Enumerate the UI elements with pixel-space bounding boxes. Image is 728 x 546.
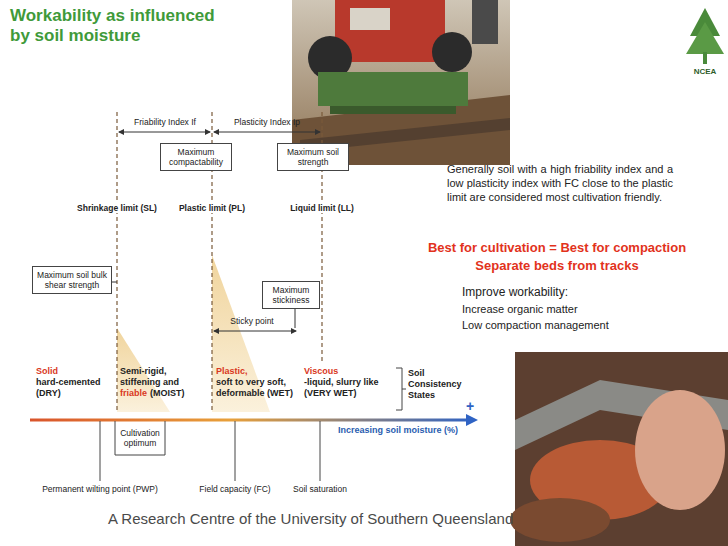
limit-label: Shrinkage limit (SL) — [75, 203, 159, 213]
consistency-state: Viscous-liquid, slurry like (VERY WET) — [304, 366, 396, 399]
consistency-text: Viscous — [304, 366, 338, 377]
photo-hand — [635, 390, 725, 510]
tick-line — [320, 421, 321, 481]
moisture-axis — [30, 419, 472, 422]
index-label: Friability Index If — [134, 117, 196, 127]
limit-label: Liquid limit (LL) — [288, 203, 356, 213]
box-text: Maximum soil bulk shear strength — [36, 270, 108, 290]
consistency-text: soft to very soft, deformable (WET) — [216, 377, 302, 399]
tick-line — [235, 421, 236, 481]
box-text: Maximum stickiness — [266, 285, 316, 305]
tick-label: Field capacity (FC) — [199, 484, 270, 494]
consistency-state: Semi-rigid, stiffening andfriable(MOIST) — [120, 366, 208, 399]
box-text: Maximum soil strength — [281, 147, 345, 167]
logo-trunk — [703, 52, 707, 64]
photo-ground — [292, 0, 510, 165]
leader-line — [295, 309, 296, 328]
tick-line — [100, 421, 101, 481]
axis-sign: + — [466, 398, 474, 415]
list-item: Low compaction management — [462, 319, 609, 332]
list-item: Increase organic matter — [462, 303, 578, 316]
slide-title: Workability as influenced by soil moistu… — [10, 6, 225, 47]
consistency-text: (MOIST) — [150, 388, 185, 399]
tractor-window — [350, 8, 390, 30]
consistency-text: Semi-rigid, stiffening and — [120, 366, 205, 388]
consistency-state: Plastic,soft to very soft, deformable (W… — [216, 366, 302, 399]
bracket — [396, 368, 406, 410]
axis-arrow-head — [466, 414, 478, 426]
shrinkage-limit-line — [116, 112, 117, 412]
sticky-range-arrow — [214, 331, 296, 332]
photo-person — [472, 0, 498, 44]
key-message: Separate beds from tracks — [475, 258, 638, 274]
logo-tree — [686, 22, 724, 54]
axis-label: Increasing soil moisture (%) — [338, 425, 458, 436]
consistency-text: hard-cemented (DRY) — [36, 377, 108, 399]
note-text: Generally soil with a high friability in… — [447, 163, 673, 204]
limit-label: Plastic limit (PL) — [177, 203, 247, 213]
consistency-text: Solid — [36, 366, 108, 377]
limit-property-box: Maximum compactability — [160, 143, 232, 171]
tractor-body — [335, 0, 445, 62]
tick-label: Soil saturation — [293, 484, 347, 494]
footer-text: A Research Centre of the University of S… — [108, 510, 513, 528]
leader-line — [112, 282, 117, 283]
limit-property-box: Maximum soil bulk shear strength — [32, 266, 112, 294]
list-heading: Improve workability: — [462, 285, 568, 299]
consistency-text: friable — [120, 388, 147, 399]
tractor-implement — [330, 106, 456, 114]
index-label: Plasticity Index Ip — [234, 117, 300, 127]
tractor-wheel — [432, 32, 472, 72]
tractor-implement — [318, 72, 468, 106]
tick-label: Cultivation optimum — [116, 428, 164, 448]
limit-property-box: Maximum soil strength — [277, 143, 349, 171]
consistency-state: Solidhard-cemented (DRY) — [36, 366, 108, 399]
consistency-text: Plastic, — [216, 366, 248, 377]
range-label: Sticky point — [230, 316, 273, 326]
limit-property-box: Maximum stickiness — [262, 281, 320, 309]
box-text: Maximum compactability — [164, 147, 228, 167]
logo-text: NCEA — [694, 67, 717, 77]
cultivation-bracket — [115, 421, 165, 455]
key-message: Best for cultivation = Best for compacti… — [428, 240, 686, 256]
consistency-text: -liquid, slurry like (VERY WET) — [304, 377, 396, 399]
friability-index-arrow — [119, 132, 210, 133]
tick-label: Permanent wilting point (PWP) — [42, 484, 158, 494]
plasticity-index-arrow — [214, 132, 320, 133]
bracket-label: Soil Consistency States — [408, 368, 460, 400]
photo-soil — [510, 498, 610, 542]
